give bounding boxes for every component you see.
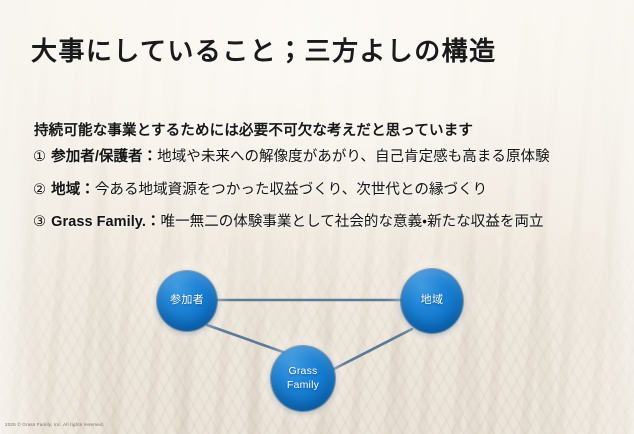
list-item: ① 参加者/保護者：地域や未来への解像度があがり、自己肯定感も高まる原体験: [33, 150, 625, 165]
bullet-text: 今ある地域資源をつかった収益づくり、次世代との縁づくり: [94, 181, 488, 198]
diagram-node-participant[interactable]: 参加者: [157, 271, 217, 331]
bullet-number: ②: [33, 181, 47, 198]
diagram-node-region[interactable]: 地域: [401, 269, 463, 333]
page-title: 大事にしていること；三方よしの構造: [31, 36, 497, 66]
bullet-separator: ：: [145, 214, 161, 230]
diagram-node-participant-label: 参加者: [170, 294, 204, 307]
bullet-separator: ：: [80, 181, 95, 198]
bullet-label: 地域: [51, 181, 81, 198]
bullet-number: ①: [33, 149, 47, 165]
list-item: ② 地域：今ある地域資源をつかった収益づくり、次世代との縁づくり: [33, 181, 625, 198]
bullet-label: Grass Family.: [51, 214, 146, 230]
diagram-node-company-label-line1: Grass: [288, 365, 318, 378]
lead-statement: 持続可能な事業とするためには必要不可欠な考えだと思っています: [34, 123, 474, 139]
bullet-list: ① 参加者/保護者：地域や未来への解像度があがり、自己肯定感も高まる原体験 ② …: [33, 150, 625, 248]
list-item: ③ Grass Family.：唯一無二の体験事業として社会的な意義・新たな収益…: [33, 215, 625, 230]
bullet-text: 唯一無二の体験事業として社会的な意義・新たな収益を両立: [160, 214, 544, 230]
diagram-node-company-label: Grass Family: [287, 365, 319, 391]
diagram-node-company[interactable]: Grass Family: [271, 346, 335, 411]
copyright-footer: 2025 © Grass Family. Inc. All rights res…: [5, 422, 105, 427]
bullet-label: 参加者/保護者: [51, 149, 143, 165]
bullet-number: ③: [33, 214, 47, 230]
diagram-node-company-label-line2: Family: [286, 378, 320, 391]
diagram-node-region-label: 地域: [420, 294, 444, 307]
bullet-text: 地域や未来への解像度があがり、自己肯定感も高まる原体験: [157, 149, 550, 165]
bullet-separator: ：: [142, 149, 158, 165]
